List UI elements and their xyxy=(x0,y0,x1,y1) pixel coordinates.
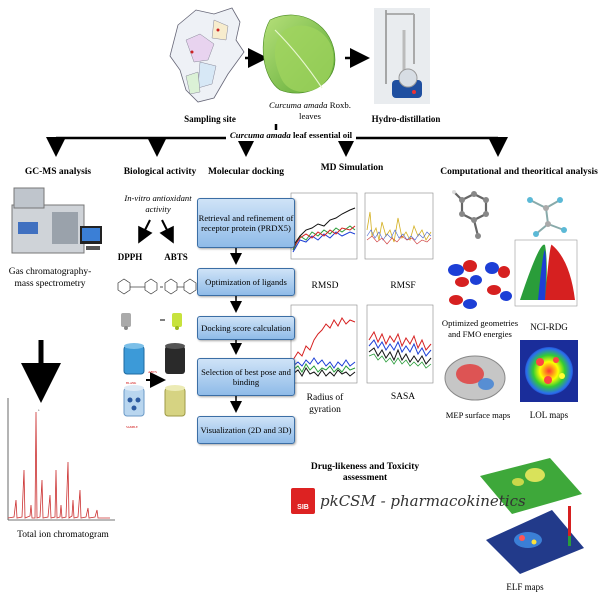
svg-text:ABTS: ABTS xyxy=(148,370,157,374)
sampling-site-map xyxy=(169,7,245,103)
docking-title: Molecular docking xyxy=(207,167,285,177)
mep-label: MEP surface maps xyxy=(445,410,511,420)
essential-oil-label: Curcuma amada leaf essential oil xyxy=(226,130,356,141)
docking-step-2: Optimization of ligands xyxy=(197,268,295,296)
lol-label: LOL maps xyxy=(529,410,569,420)
nci-rdg-plot xyxy=(514,239,578,307)
molecule-structure-2 xyxy=(527,197,567,237)
species-name: Curcuma amada xyxy=(268,100,328,110)
docking-step-4: Selection of best pose and binding xyxy=(197,358,295,396)
sampling-site-label: Sampling site xyxy=(184,114,236,124)
curcuma-leaves-image xyxy=(262,14,336,94)
elf-surface-maps xyxy=(480,458,584,574)
fmo-label: Optimized geometries and FMO energies xyxy=(441,318,519,339)
gcms-instrument-image xyxy=(11,187,102,254)
tic-chromatogram-plot: a xyxy=(7,398,115,521)
nci-rdg-label: NCI-RDG xyxy=(530,322,568,332)
fmo-orbital-images xyxy=(448,260,512,309)
dpph-label: DPPH xyxy=(117,252,143,262)
hydro-distillation-label: Hydro-distillation xyxy=(371,114,441,124)
sib-logo: SIB xyxy=(291,488,315,514)
docking-step-5: Visualization (2D and 3D) xyxy=(197,416,295,444)
rmsd-plot xyxy=(290,192,358,260)
dpph-abts-structures xyxy=(117,278,197,295)
mep-surface-map xyxy=(444,355,506,401)
lol-map xyxy=(520,340,578,402)
sasa-plot xyxy=(366,304,434,384)
svg-text:BLANK: BLANK xyxy=(126,381,137,385)
elf-label: ELF maps xyxy=(506,582,544,592)
docking-step-3: Docking score calculation xyxy=(197,316,295,340)
gcms-title: GC-MS analysis xyxy=(24,167,92,177)
docking-step-1: Retrieval and refinement of receptor pro… xyxy=(197,198,295,248)
sib-logo-text: SIB xyxy=(297,504,309,511)
hydro-distillation-apparatus-image xyxy=(374,8,430,104)
assay-tubes: ABTS BLANK SAMPLE xyxy=(123,343,186,429)
rog-label: Radius of gyration xyxy=(306,393,344,415)
sasa-label: SASA xyxy=(390,392,416,402)
rmsf-plot xyxy=(364,192,434,260)
pkcsm-label: pkCSM - pharmacokinetics xyxy=(320,492,526,510)
svg-text:SAMPLE: SAMPLE xyxy=(126,425,138,429)
svg-text:a: a xyxy=(38,408,40,412)
leaves-label: leaves xyxy=(299,111,321,121)
radius-of-gyration-plot xyxy=(290,304,358,384)
comp-title: Computational and theoritical analysis xyxy=(440,167,598,177)
dpph-abts-vials xyxy=(121,313,182,330)
species-label: Curcuma amada Roxb. leaves xyxy=(255,100,365,122)
gcms-caption: Gas chromatography-mass spectrometry xyxy=(8,267,92,289)
essential-oil-text: leaf essential oil xyxy=(290,130,353,140)
abts-label: ABTS xyxy=(164,252,188,262)
rmsd-label: RMSD xyxy=(311,281,339,291)
invitro-label: In-vitro antioxidant activity xyxy=(124,193,192,214)
tic-label: Total ion chromatogram xyxy=(17,530,109,540)
essential-oil-species: Curcuma amada xyxy=(229,130,291,140)
species-author: Roxb. xyxy=(327,100,352,110)
tox-title: Drug-likeness and Toxicity assessment xyxy=(310,462,420,483)
md-title: MD Simulation xyxy=(320,163,384,173)
optimized-geometry-molecule xyxy=(452,190,489,239)
bio-title: Biological activity xyxy=(123,167,197,177)
rmsf-label: RMSF xyxy=(390,281,416,291)
